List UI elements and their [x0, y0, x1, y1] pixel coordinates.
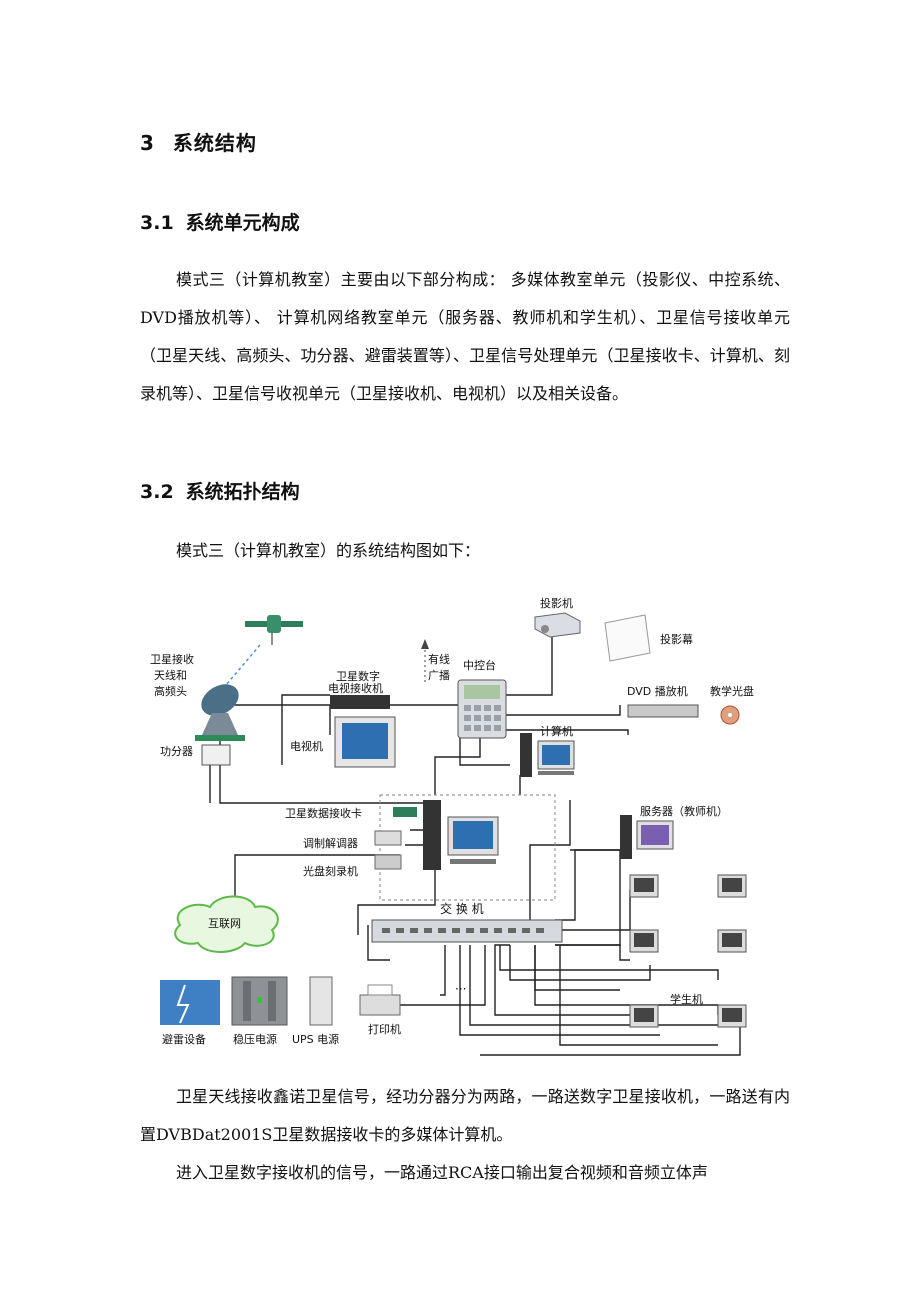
diagram-intro-paragraph: 模式三（计算机教室）的系统结构图如下： — [176, 541, 481, 560]
label-wired-2: 广播 — [428, 668, 450, 682]
splitter-icon — [201, 744, 231, 766]
section-title: 系统单元构成 — [185, 212, 300, 234]
label-server: 服务器（教师机） — [640, 804, 728, 818]
label-splitter: 功分器 — [160, 745, 193, 758]
disc-hole-icon — [728, 713, 732, 717]
chapter-heading: 3 系统结构 — [140, 127, 257, 156]
label-switch: 交 换 机 — [440, 901, 484, 916]
label-burner: 光盘刻录机 — [303, 864, 358, 878]
label-ups: UPS 电源 — [292, 1032, 339, 1046]
printer-icon — [359, 984, 401, 1016]
label-dvd: DVD 播放机 — [627, 684, 688, 698]
satellite-icon — [245, 615, 303, 645]
computer-icon — [520, 733, 575, 777]
chapter-title: 系统结构 — [172, 131, 257, 155]
ups-icon — [309, 976, 333, 1026]
student-machines — [629, 874, 747, 1028]
student-pc-icon — [717, 874, 747, 898]
label-data-card: 卫星数据接收卡 — [285, 806, 362, 820]
label-antenna-3: 高频头 — [154, 684, 187, 698]
burner-icon — [374, 854, 402, 870]
chapter-number: 3 — [140, 131, 155, 155]
body-paragraph-2: 进入卫星数字接收机的信号，一路通过RCA接口输出复合视频和音频立体声 — [176, 1163, 708, 1182]
label-computer: 计算机 — [540, 724, 573, 738]
body-paragraph-1: 卫星天线接收鑫诺卫星信号，经功分器分为两路，一路送数字卫星接收机，一路送有内置D… — [140, 1087, 790, 1144]
projection-screen-icon — [604, 614, 651, 662]
student-pc-icon — [629, 929, 659, 953]
label-wired-1: 有线 — [428, 652, 450, 666]
label-antenna-1: 卫星接收 — [150, 652, 194, 666]
student-pc-icon — [717, 1004, 747, 1028]
tv-icon — [334, 716, 396, 768]
label-projector: 投影机 — [540, 596, 573, 610]
section-heading-3-2: 3.2 系统拓扑结构 — [140, 477, 300, 504]
computer-dashed-boundary — [379, 794, 556, 901]
label-antenna-2: 天线和 — [154, 668, 187, 682]
multimedia-computer-icon — [423, 800, 499, 870]
digital-receiver-icon — [330, 695, 390, 709]
central-console-icon — [457, 679, 507, 739]
satellite-signal-line — [225, 644, 261, 686]
label-digital-receiver-1: 卫星数字 — [336, 669, 380, 683]
label-screen: 投影幕 — [660, 632, 693, 646]
switch-icon — [371, 919, 563, 943]
student-pc-icon — [629, 1004, 659, 1028]
section-title: 系统拓扑结构 — [185, 481, 300, 503]
label-students: 学生机 — [670, 992, 703, 1006]
label-regulator: 稳压电源 — [233, 1032, 277, 1046]
label-printer: 打印机 — [368, 1022, 401, 1036]
section-number: 3.2 — [140, 481, 174, 503]
satellite-dish-icon — [195, 684, 245, 741]
voltage-regulator-icon — [231, 976, 288, 1026]
modem-icon — [374, 830, 402, 846]
section-number: 3.1 — [140, 212, 174, 234]
section-heading-3-1: 3.1 系统单元构成 — [140, 208, 300, 235]
ellipsis-1: ··· — [455, 982, 466, 996]
label-internet: 互联网 — [208, 917, 241, 930]
label-tv: 电视机 — [290, 739, 323, 753]
student-pc-icon — [717, 929, 747, 953]
label-console: 中控台 — [463, 658, 496, 672]
lightning-protection-icon — [160, 980, 220, 1025]
section-body-paragraph: 模式三（计算机教室）主要由以下部分构成： 多媒体教室单元（投影仪、中控系统、DV… — [140, 270, 790, 403]
system-topology-diagram: 卫星接收 天线和 高频头 功分器 卫星数字 电视接收机 电视机 有线 广播 — [150, 596, 754, 1056]
projector-icon — [534, 612, 581, 638]
dvd-player-icon — [627, 704, 699, 718]
broadcast-arrow-head — [421, 639, 429, 649]
label-modem: 调制解调器 — [303, 836, 358, 850]
student-pc-icon — [629, 874, 659, 898]
internet-cloud-icon — [174, 895, 279, 953]
label-disc: 教学光盘 — [710, 684, 754, 698]
label-digital-receiver-2: 电视接收机 — [328, 681, 383, 695]
data-card-icon — [393, 807, 417, 817]
label-lightning: 避雷设备 — [162, 1032, 206, 1046]
server-icon — [620, 815, 674, 859]
